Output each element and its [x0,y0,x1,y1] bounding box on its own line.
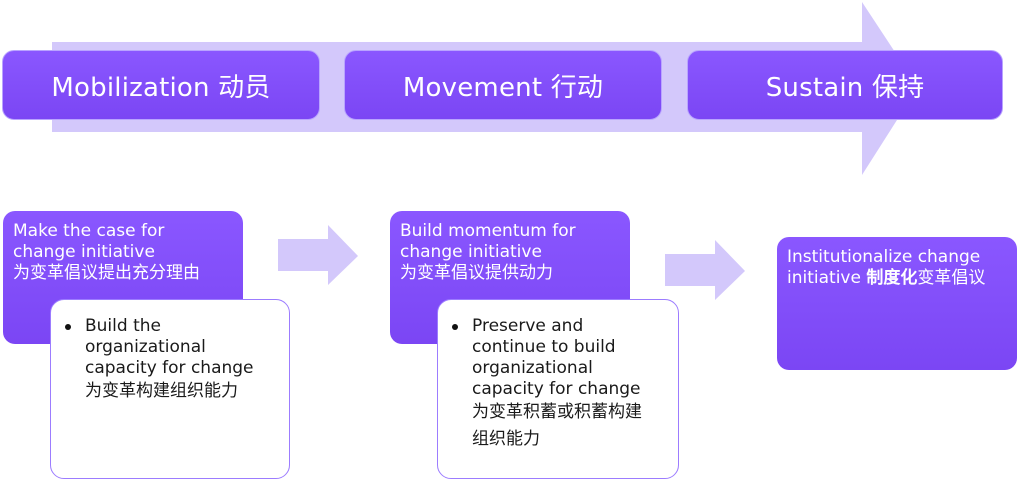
detail-1-chinese: 为变革构建组织能力 [85,381,238,401]
detail-preserve-capacity: Preserve and continue to build organizat… [437,299,679,479]
detail-2-chinese-1: 为变革积蓄或积蓄构建 [472,402,642,422]
step-3-line-2-suffix: 变革倡议 [917,268,986,288]
phase-movement-label: Movement 行动 [402,72,604,103]
step-2-line-2: change initiative [400,242,542,262]
step-2-line-3: 为变革倡议提供动力 [400,263,553,283]
detail-2-line-1: Preserve and [472,316,584,336]
phase-sustain-label: Sustain 保持 [765,72,925,103]
phase-sustain: Sustain 保持 [687,50,1003,120]
step-3-line-2: initiative 制度化变革倡议 [787,268,1007,289]
detail-build-capacity: Build the organizational capacity for ch… [50,299,290,479]
detail-1-line-3: capacity for change [85,358,254,378]
step-3-line-1: Institutionalize change [787,247,981,267]
detail-1-line-2: organizational [85,337,206,357]
detail-1-line-1: Build the [85,316,161,336]
bullet-icon [452,324,458,330]
detail-2-line-4: capacity for change [472,379,641,399]
step-1-line-1: Make the case for [13,221,165,241]
phase-mobilization: Mobilization 动员 [2,50,320,120]
step-3-line-2-bold: 制度化 [866,268,918,288]
step-institutionalize: Institutionalize change initiative 制度化变革… [777,237,1017,370]
detail-2-line-3: organizational [472,358,593,378]
arrow-right-icon [665,240,745,300]
step-3-line-2-prefix: initiative [787,268,867,288]
bullet-icon [65,324,71,330]
step-1-line-2: change initiative [13,242,155,262]
detail-2-chinese-2: 组织能力 [472,429,540,449]
step-1-line-3: 为变革倡议提出充分理由 [13,263,200,283]
detail-2-line-2: continue to build [472,337,616,357]
step-2-line-1: Build momentum for [400,221,576,241]
arrow-right-icon [278,225,358,285]
phase-movement: Movement 行动 [344,50,662,120]
phase-mobilization-label: Mobilization 动员 [51,72,271,103]
